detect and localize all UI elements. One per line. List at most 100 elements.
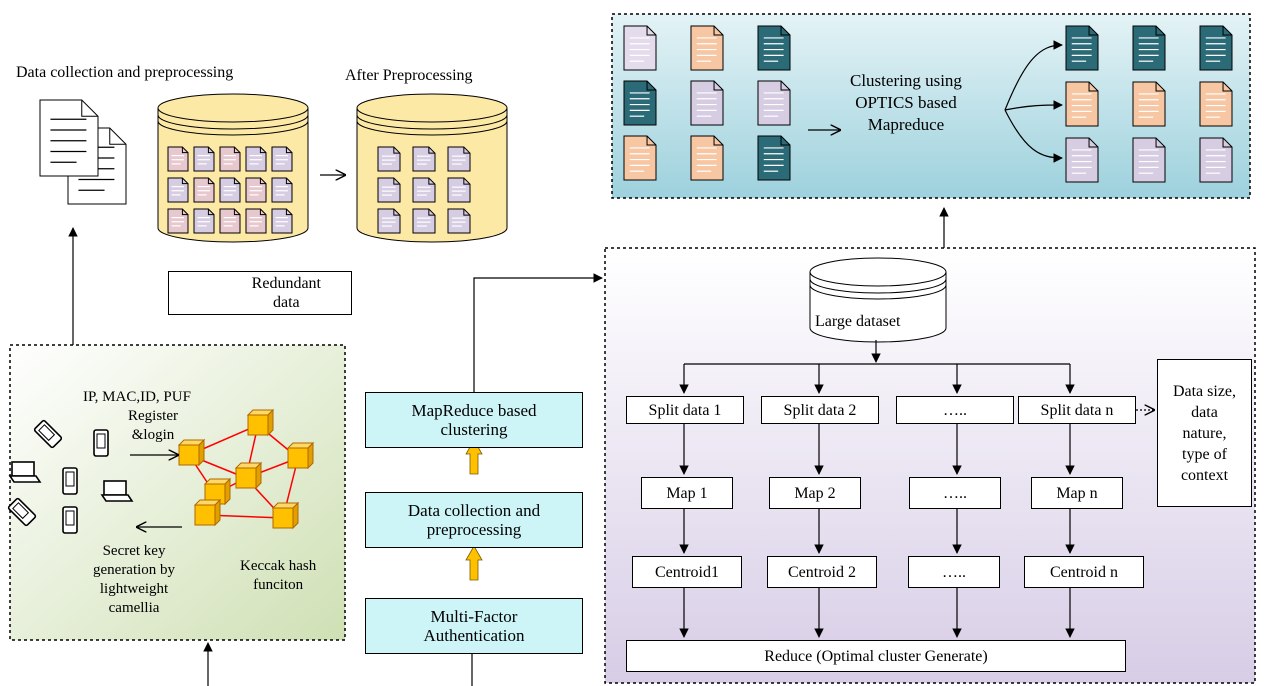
map-box-n: Map n [1031,477,1123,509]
phone-icon [93,429,109,457]
centroid-box-2: Centroid 2 [767,556,877,588]
cylinder-body-3 [809,257,947,343]
cluster-document-icon [1132,25,1166,71]
split-box-n: Split data n [1018,396,1136,424]
cluster-document-icon [1132,137,1166,183]
split-box-2: Split data 2 [761,396,879,424]
cluster-document-icon [1199,137,1233,183]
cluster-document-icon [623,135,657,181]
cluster-document-icon [1132,81,1166,127]
mapreduce-clustering-box: MapReduce based clustering [365,392,583,448]
cluster-document-icon [1199,25,1233,71]
arrow-to-mapreduce [473,273,603,392]
keccak-label: Keccak hash funciton [240,558,317,593]
after-preprocessing-title: After Preprocessing [345,67,473,84]
centroid-box-3: ….. [908,556,1000,588]
collection-title: Data collection and preprocessing [16,64,234,81]
db-document-icon [377,177,401,203]
cube-node-icon [203,477,232,506]
data-collection-box: Data collection and preprocessing [365,492,583,548]
cluster-document-icon [690,25,724,71]
curve-arrow-1 [1004,40,1063,111]
ids-label: IP, MAC,ID, PUF [83,389,191,405]
legend-label: Redundant data [251,275,321,311]
phone-icon [62,506,78,534]
db-document-icon [377,146,401,172]
db-document-icon [447,146,471,172]
curve-arrow-3 [1004,109,1063,163]
db-document-icon [167,208,189,234]
db-document-icon [245,146,267,172]
cluster-document-icon [1065,25,1099,71]
split-box-1: Split data 1 [626,396,744,424]
laptop-icon [100,480,134,502]
db-document-icon [219,208,241,234]
mfa-box: Multi-Factor Authentication [365,598,583,654]
db-document-icon [245,177,267,203]
db-document-icon [412,146,436,172]
db-document-icon [219,177,241,203]
large-dataset-label: Large dataset [815,313,901,330]
cluster-documents [623,25,1233,183]
db-document-icon [412,177,436,203]
db-document-icon [245,208,267,234]
cube-node-icon [271,501,300,530]
cluster-document-icon [690,80,724,126]
cluster-document-icon [757,135,791,181]
map-box-1: Map 1 [641,477,733,509]
map-box-3: ….. [909,477,1001,509]
db-document-icon [447,177,471,203]
cylinder-body-2 [356,93,508,243]
db-document-icon [412,208,436,234]
mapreduce-flow-lines [679,340,1154,638]
db-document-icon [271,146,293,172]
db-document-icon [167,146,189,172]
db-document-icon [167,177,189,203]
cluster-document-icon [757,25,791,71]
laptop-icon [8,461,42,483]
preprocessed-database-cylinder [356,93,508,243]
curve-arrow-2 [1004,100,1063,111]
cube-node-icon [193,498,222,527]
cluster-document-icon [690,135,724,181]
cube-node-icon [246,408,275,437]
register-label: Register &login [128,408,178,443]
cube-node-icon [234,461,263,490]
raw-documents-icon [39,99,127,205]
cube-node-icon [286,441,315,470]
optics-label: Clustering using OPTICS based Mapreduce [850,71,962,134]
phone-icon [7,497,37,527]
cluster-document-icon [757,80,791,126]
db-document-icon [447,208,471,234]
raw-database-cylinder [157,93,309,243]
large-dataset-cylinder [809,257,947,343]
legend-box: Redundant data [168,271,352,315]
yellow-up-arrow-2 [465,545,483,581]
phone-icon [62,467,78,495]
db-document-icon [271,177,293,203]
reduce-box: Reduce (Optimal cluster Generate) [626,640,1126,672]
db-document-icon [219,146,241,172]
cluster-document-icon [1065,81,1099,127]
centroid-box-n: Centroid n [1024,556,1144,588]
cluster-document-icon [623,80,657,126]
side-note-box: Data size, data nature, type of context [1157,359,1252,507]
db-document-icon [377,208,401,234]
db-document-icon [193,146,215,172]
keccak-network-graph [177,408,315,530]
document-front-icon [39,99,99,177]
cluster-document-icon [1199,81,1233,127]
cylinder-body-1 [157,93,309,243]
centroid-box-1: Centroid1 [632,556,742,588]
cube-node-icon [177,438,206,467]
db-document-icon [271,208,293,234]
phone-icon [33,419,63,449]
db-document-icon [193,208,215,234]
split-box-3: ….. [896,396,1014,424]
db-document-icon [193,177,215,203]
iot-devices-icon [7,419,134,534]
cluster-document-icon [1065,137,1099,183]
map-box-2: Map 2 [769,477,861,509]
cluster-document-icon [623,25,657,71]
